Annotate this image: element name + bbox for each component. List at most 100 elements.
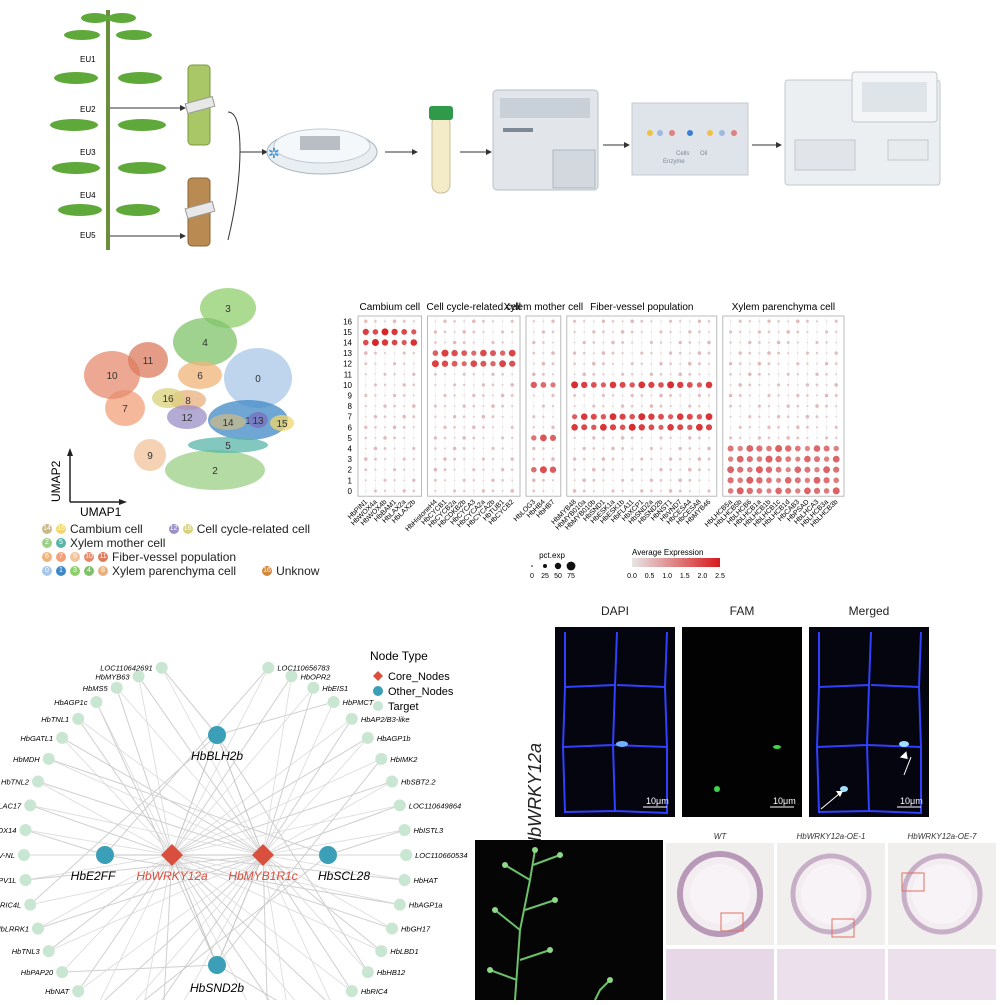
dotplot-point [412,457,416,461]
wt-section [666,843,774,1000]
dotplot-point [650,394,653,397]
dotplot-point [640,457,644,461]
cluster-badge: 9 [70,552,80,562]
dotplot-point [630,319,634,324]
dotplot-point [433,478,437,482]
dotplot-point [748,340,752,345]
dotplot-point [824,362,829,366]
dotplot-point [815,340,819,345]
dotplot-point [364,425,368,429]
dotplot-point [630,393,634,398]
dotplot-point [697,351,702,355]
dotplot-point [621,457,624,461]
dotplot-point [777,351,781,355]
dotplot-point [551,447,555,450]
dotplot-point [630,479,634,482]
dotplot-point [729,352,732,355]
dotplot-point [621,362,624,365]
dotplot-point [492,468,494,471]
merged-image: 10μm [809,627,929,817]
size-legend-value: 25 [541,573,549,580]
dotplot-point [542,320,545,323]
dotplot-point [541,404,545,408]
dotplot-point [815,351,819,355]
dotplot-point [833,466,840,473]
dotplot-point [542,415,545,418]
dotplot-point [649,478,654,482]
dotplot-point [542,394,545,397]
dotplot-point [794,445,801,452]
dotplot-point [688,478,692,482]
dotplot-point [532,457,536,461]
dotplot-point [593,394,595,397]
dotplot-point [491,478,495,482]
dotplot-point [813,445,821,452]
dotplot-point [611,362,615,365]
network-edge [171,854,300,1005]
dotplot-point [669,479,672,482]
dotplot-point [630,468,634,472]
dotplot-point [667,424,674,431]
dotplot-point [786,341,790,344]
dotplot-point [572,414,578,420]
network-edge [262,804,400,856]
target-node-label: HbMS5 [83,684,109,693]
dotplot-point [373,383,377,387]
dotplot-point [679,362,682,365]
umap-cluster-label: 16 [162,394,174,405]
dotplot-point [434,415,437,418]
network-edge [98,854,264,1005]
dotplot-point [491,457,495,461]
dotplot-point [835,341,838,344]
umap-cluster [210,414,246,430]
dotplot-point [482,405,485,408]
dotplot-point [748,415,752,419]
dotplot-point [453,330,456,333]
dotplot-point [696,382,702,388]
dotplot-point [511,373,514,376]
dotplot-point [825,426,828,429]
dotplot-point [824,393,829,398]
dotplot-point [491,446,495,451]
snowflake-icon: ✲ [268,145,280,161]
target-node-label: HbTNL1 [41,715,69,724]
dotplot-point [698,436,701,440]
dotplot-point [728,362,733,366]
size-legend-value: 75 [567,573,575,580]
network-edge [216,734,369,973]
dotplot-point [815,404,819,408]
dotplot-point [611,319,615,323]
dotplot-point [393,458,396,460]
network-edge [30,804,173,856]
dotplot-point [491,394,495,397]
dotplot-point [678,489,682,493]
dotplot-point [640,351,644,355]
dotplot-point [364,373,367,376]
dotplot-point [698,447,701,450]
dotplot-point [698,341,701,344]
dotplot-point [766,477,772,484]
dotplot-point [374,319,377,323]
dotplot-point [835,415,837,418]
network-edge [262,854,405,881]
dotplot-y-label: 14 [343,339,352,348]
dotplot-point [602,436,605,440]
dotplot-point [806,362,809,365]
cluster-badge: 16 [182,524,193,534]
network-edge [37,781,264,856]
umap-cluster [200,288,256,328]
dotplot-y-label: 6 [348,423,353,432]
dotplot-point [453,405,456,408]
dotplot-point [825,352,828,355]
dotplot-point [815,372,819,376]
dotplot-point [650,468,653,471]
umap-cluster-label: 15 [276,419,288,430]
dotplot-point [532,372,536,377]
dotplot-point [640,362,644,365]
dotplot-point [612,405,614,408]
dotplot-point [542,352,545,355]
dotplot-point [402,489,406,493]
dotplot-point [592,489,595,493]
dotplot-point [757,361,762,366]
